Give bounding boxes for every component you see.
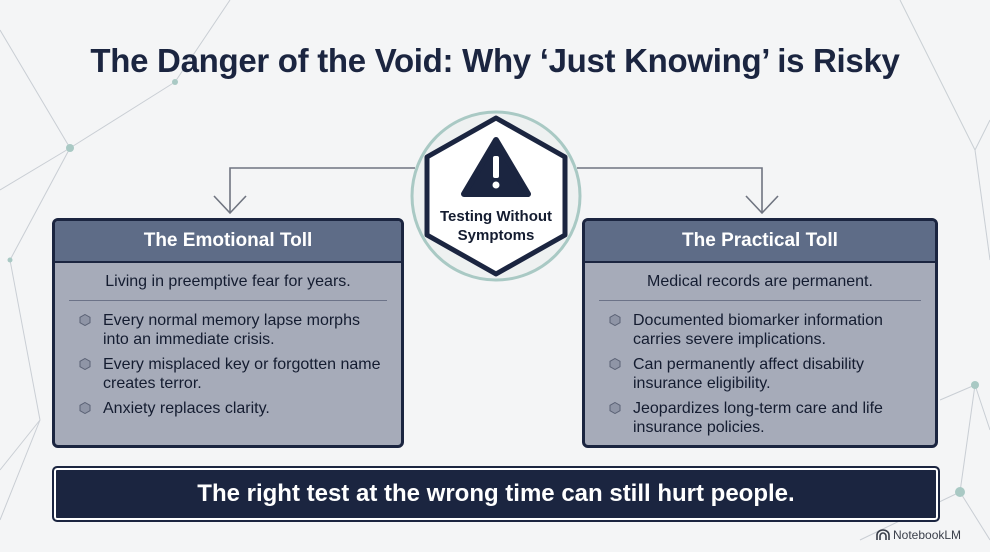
hexagon-bullet-icon xyxy=(609,314,621,326)
emotional-toll-bullets: Every normal memory lapse morphs into an… xyxy=(55,311,401,418)
practical-toll-panel: The Practical Toll Medical records are p… xyxy=(582,218,938,448)
bullet-text: Can permanently affect disability insura… xyxy=(633,356,864,392)
page-title: The Danger of the Void: Why ‘Just Knowin… xyxy=(90,42,900,79)
list-item: Documented biomarker information carries… xyxy=(609,311,923,349)
center-label: Testing Without Symptoms xyxy=(408,207,584,245)
warning-triangle-icon xyxy=(461,137,531,197)
hexagon-bullet-icon xyxy=(79,358,91,370)
bullet-text: Every normal memory lapse morphs into an… xyxy=(103,312,360,348)
left-arrowhead xyxy=(213,195,247,215)
emotional-toll-lead: Living in preemptive fear for years. xyxy=(69,273,387,301)
center-hexagon-badge xyxy=(410,110,582,282)
center-label-line2: Symptoms xyxy=(457,227,535,244)
right-arrowhead xyxy=(745,195,779,215)
list-item: Every misplaced key or forgotten name cr… xyxy=(79,355,389,393)
right-connector-line xyxy=(577,167,763,212)
list-item: Anxiety replaces clarity. xyxy=(79,399,389,418)
practical-toll-bullets: Documented biomarker information carries… xyxy=(585,311,935,437)
hexagon-bullet-icon xyxy=(609,402,621,414)
conclusion-banner: The right test at the wrong time can sti… xyxy=(52,466,940,522)
bullet-text: Documented biomarker information carries… xyxy=(633,312,883,348)
notebooklm-logo-icon xyxy=(876,529,890,540)
hexagon-bullet-icon xyxy=(609,358,621,370)
list-item: Can permanently affect disability insura… xyxy=(609,355,923,393)
brand-text: NotebookLM xyxy=(893,528,962,542)
emotional-toll-heading: The Emotional Toll xyxy=(55,221,401,263)
hexagon-bullet-icon xyxy=(79,314,91,326)
left-connector-line xyxy=(229,167,415,212)
center-label-line1: Testing Without xyxy=(439,208,553,225)
bullet-text: Anxiety replaces clarity. xyxy=(103,400,270,417)
practical-toll-lead: Medical records are permanent. xyxy=(599,273,921,301)
bullet-text: Jeopardizes long-term care and life insu… xyxy=(633,400,883,436)
hexagon-bullet-icon xyxy=(79,402,91,414)
bullet-text: Every misplaced key or forgotten name cr… xyxy=(103,356,381,392)
list-item: Every normal memory lapse morphs into an… xyxy=(79,311,389,349)
list-item: Jeopardizes long-term care and life insu… xyxy=(609,399,923,437)
brand-mark: NotebookLM xyxy=(876,528,961,542)
emotional-toll-panel: The Emotional Toll Living in preemptive … xyxy=(52,218,404,448)
practical-toll-heading: The Practical Toll xyxy=(585,221,935,263)
